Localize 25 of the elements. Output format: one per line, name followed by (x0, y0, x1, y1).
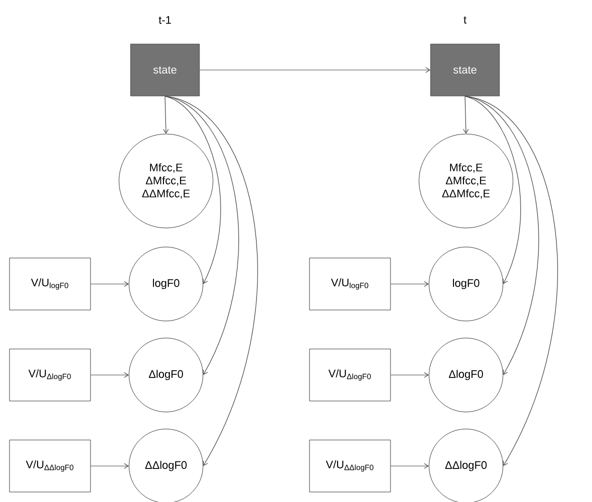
arrow (390, 463, 429, 469)
voicing-box: V/U$_{ΔlogF0}$ (309, 348, 391, 402)
state-box: state (130, 44, 200, 96)
arrow (163, 96, 169, 134)
arrow (464, 96, 558, 466)
arrow (464, 96, 539, 375)
voicing-box: V/U$_{ΔlogF0}$ (9, 348, 91, 402)
arrow (463, 96, 469, 134)
arrow (390, 281, 429, 287)
arrow (164, 96, 239, 375)
voicing-box: V/U$_{logF0}$ (9, 258, 91, 310)
arrow (464, 96, 521, 284)
arrow (164, 96, 221, 284)
arrow (390, 372, 429, 378)
arrow (90, 463, 129, 469)
voicing-box: V/U$_{ΔΔlogF0}$ (9, 440, 91, 492)
arrow (90, 281, 129, 287)
arrow (164, 96, 258, 466)
voicing-box: V/U$_{logF0}$ (309, 258, 391, 310)
time-label: t-1 (158, 16, 171, 24)
state-box: state (430, 44, 500, 96)
voicing-box: V/U$_{ΔΔlogF0}$ (309, 440, 391, 492)
arrow (199, 67, 430, 73)
time-label: t (464, 16, 466, 24)
arrow (90, 372, 129, 378)
